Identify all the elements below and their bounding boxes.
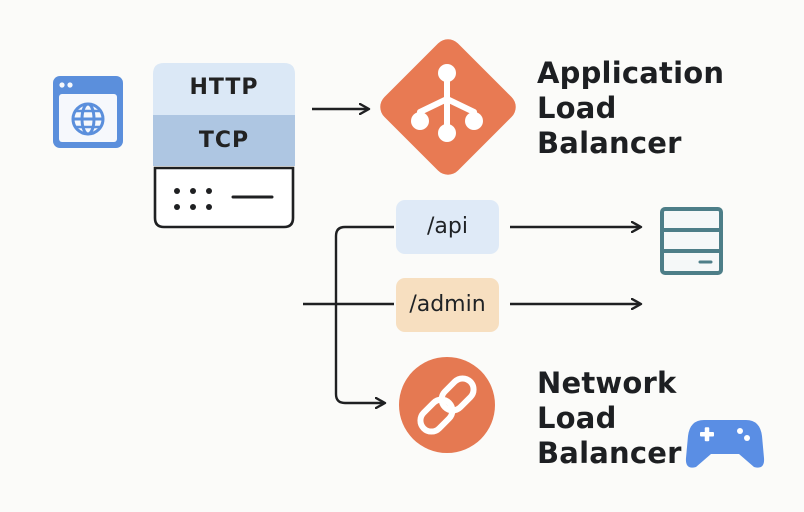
http-layer-box: [153, 63, 295, 115]
network-device-icon: [153, 166, 295, 229]
server-icon: [660, 207, 723, 275]
api-route-pill: [396, 200, 499, 254]
gamepad-icon: [685, 420, 765, 468]
routing-connectors: [303, 225, 394, 403]
browser-globe-icon: [53, 76, 123, 148]
http-layer-label: HTTP: [189, 75, 259, 100]
alb-title-line-1: Application: [537, 56, 725, 90]
nlb-title-line-3: Balancer: [537, 436, 682, 470]
alb-title-line-2: Load: [537, 91, 617, 125]
protocol-stack: [153, 63, 295, 229]
nlb-title-line-2: Load: [537, 401, 617, 435]
tcp-layer-label: TCP: [198, 128, 250, 153]
admin-route-pill: [396, 278, 499, 332]
link-icon: [399, 357, 495, 453]
network-load-balancer-title: Network Load Balancer: [537, 366, 682, 471]
admin-route-label: /admin: [409, 292, 486, 317]
api-route-label: /api: [427, 214, 468, 239]
application-load-balancer-title: Application Load Balancer: [537, 56, 724, 161]
nlb-title-line-1: Network: [537, 366, 677, 400]
tcp-layer-box: [153, 115, 295, 166]
git-branch-icon: [380, 39, 516, 175]
alb-title-line-3: Balancer: [537, 126, 682, 160]
